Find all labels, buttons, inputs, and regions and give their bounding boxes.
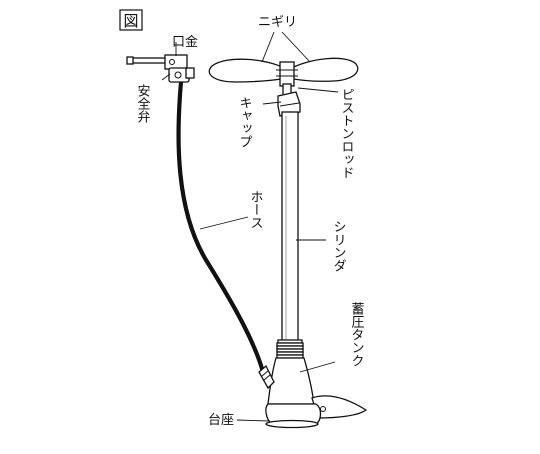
hose-connector	[258, 364, 275, 390]
base-stand	[265, 395, 368, 429]
cylinder-tube	[281, 111, 299, 345]
figure-tag: 図	[119, 9, 143, 31]
svg-text:図: 図	[123, 12, 138, 30]
label-piston-rod: ピストンロッド	[339, 88, 354, 179]
label-mouthpiece: 口金	[172, 34, 198, 50]
hose-line	[176, 79, 266, 375]
label-cap: キャップ	[237, 96, 252, 148]
leader-lines	[161, 31, 339, 422]
mouthpiece-assembly	[126, 54, 195, 83]
label-safety-valve: 安全弁	[135, 84, 151, 123]
label-pressure-tank: 蓄圧タンク	[349, 302, 365, 367]
label-handle: ニギリ	[258, 15, 297, 30]
pressure-tank	[267, 357, 315, 405]
label-hose: ホース	[248, 190, 263, 229]
label-base: 台座	[208, 413, 234, 428]
handle-grip	[208, 57, 359, 87]
cap-part	[277, 91, 301, 117]
pressure-tank-ribs	[276, 339, 304, 359]
label-cylinder: シリンダ	[331, 220, 346, 272]
